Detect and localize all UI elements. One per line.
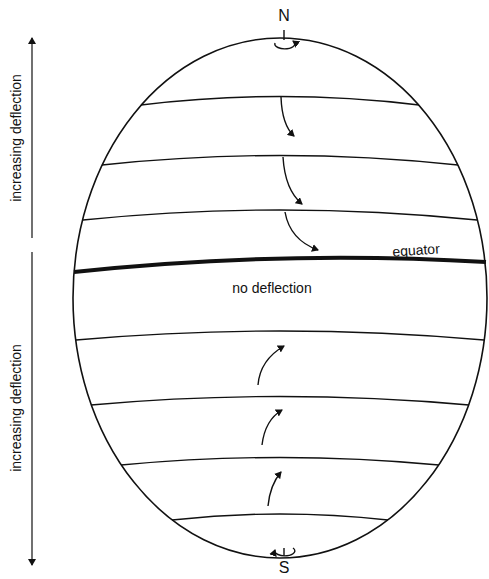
equator-note: no deflection [232,281,311,295]
pole-label: N [278,8,290,24]
latitude-lines [76,97,484,521]
pole-label: S [279,560,290,576]
side-arrows [31,38,32,565]
globe-outline [73,38,487,558]
side-label: increasing deflection [9,344,23,472]
deflection-arrows [258,97,318,506]
equator-label: equator [392,241,440,258]
side-label: increasing deflection [9,74,23,202]
equator-line [74,258,486,272]
